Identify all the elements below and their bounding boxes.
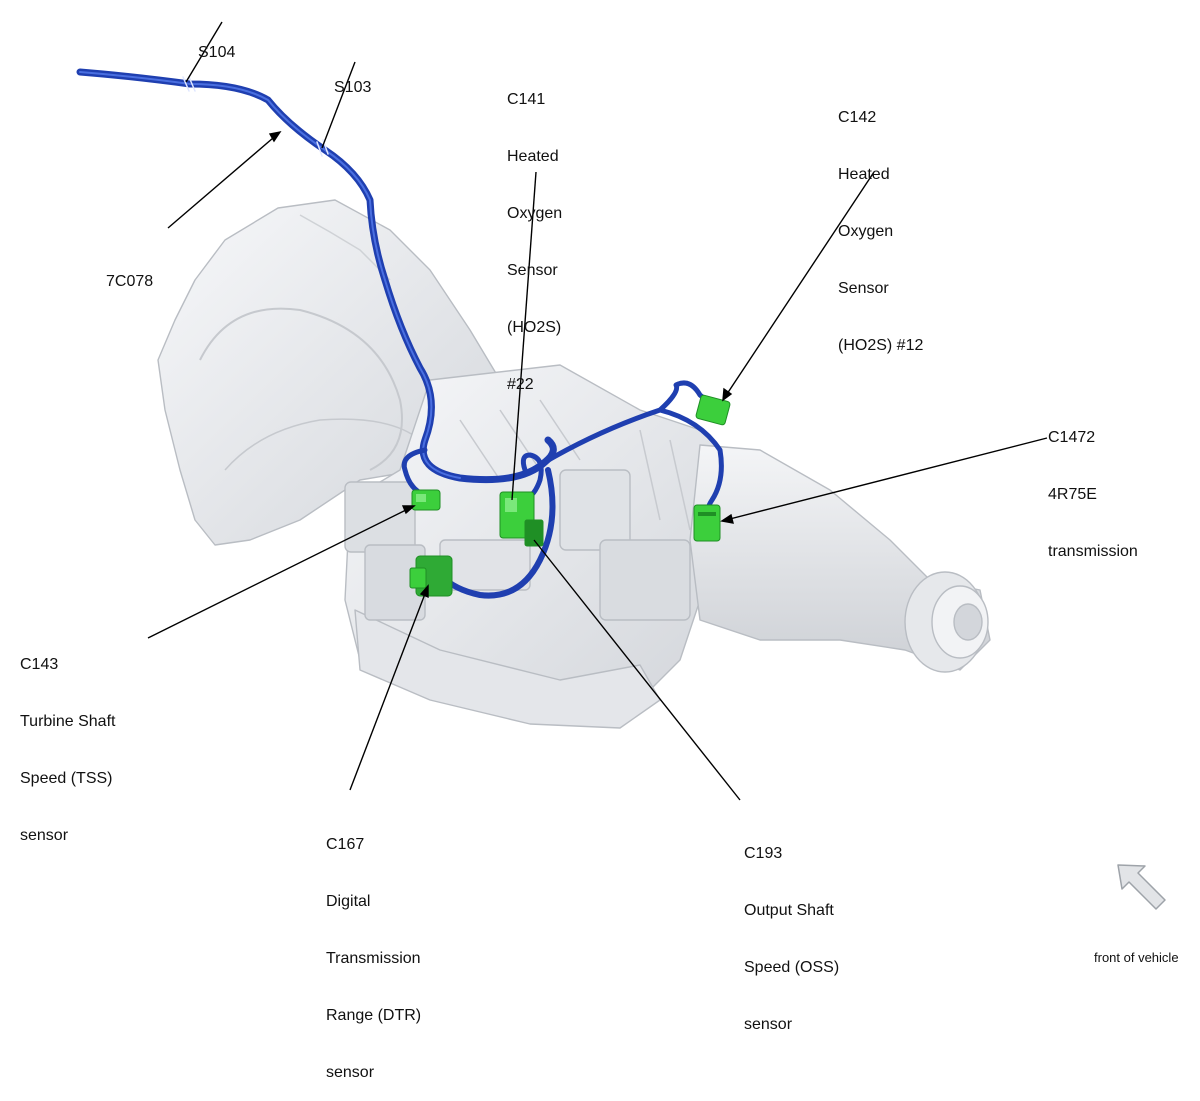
connector-c167 (409, 555, 453, 597)
label-c142: C142 Heated Oxygen Sensor (HO2S) #12 (838, 109, 924, 354)
harness-dtr-branch (437, 467, 556, 599)
label-s103: S103 (334, 79, 372, 96)
harness-c141-branch (520, 452, 544, 503)
transmission-housing (157, 199, 991, 729)
connector-c143 (411, 489, 441, 511)
connectors (409, 394, 731, 597)
leader-s103 (321, 61, 356, 149)
splice-s104 (182, 76, 196, 92)
label-c193: C193 Output Shaft Speed (OSS) sensor (744, 845, 840, 1033)
leader-c1472 (721, 437, 1048, 522)
leader-s104 (185, 21, 223, 83)
connector-c1472 (693, 504, 721, 542)
label-c143: C143 Turbine Shaft Speed (TSS) sensor (20, 656, 116, 844)
oil-pan (354, 609, 661, 729)
connector-c142 (695, 394, 731, 426)
front-of-vehicle-label: front of vehicle (1094, 950, 1179, 965)
leader-c142 (722, 171, 875, 401)
leader-c143 (147, 505, 415, 639)
label-s104: S104 (198, 44, 236, 61)
label-c1472: C1472 4R75E transmission (1048, 429, 1138, 560)
label-c167: C167 Digital Transmission Range (DTR) se… (326, 836, 422, 1081)
leader-c193 (533, 539, 741, 801)
leader-c141 (511, 171, 537, 501)
label-c141: C141 Heated Oxygen Sensor (HO2S) #22 (507, 91, 563, 393)
connector-c141 (499, 491, 544, 547)
leader-lines (147, 21, 1048, 801)
leader-7c078 (167, 131, 281, 229)
leader-c167 (349, 585, 429, 791)
label-7c078: 7C078 (106, 273, 154, 290)
arrow-up-left-icon (1117, 864, 1166, 910)
transmission-harness-diagram (76, 21, 1166, 910)
harness-main-highlight (79, 71, 461, 479)
